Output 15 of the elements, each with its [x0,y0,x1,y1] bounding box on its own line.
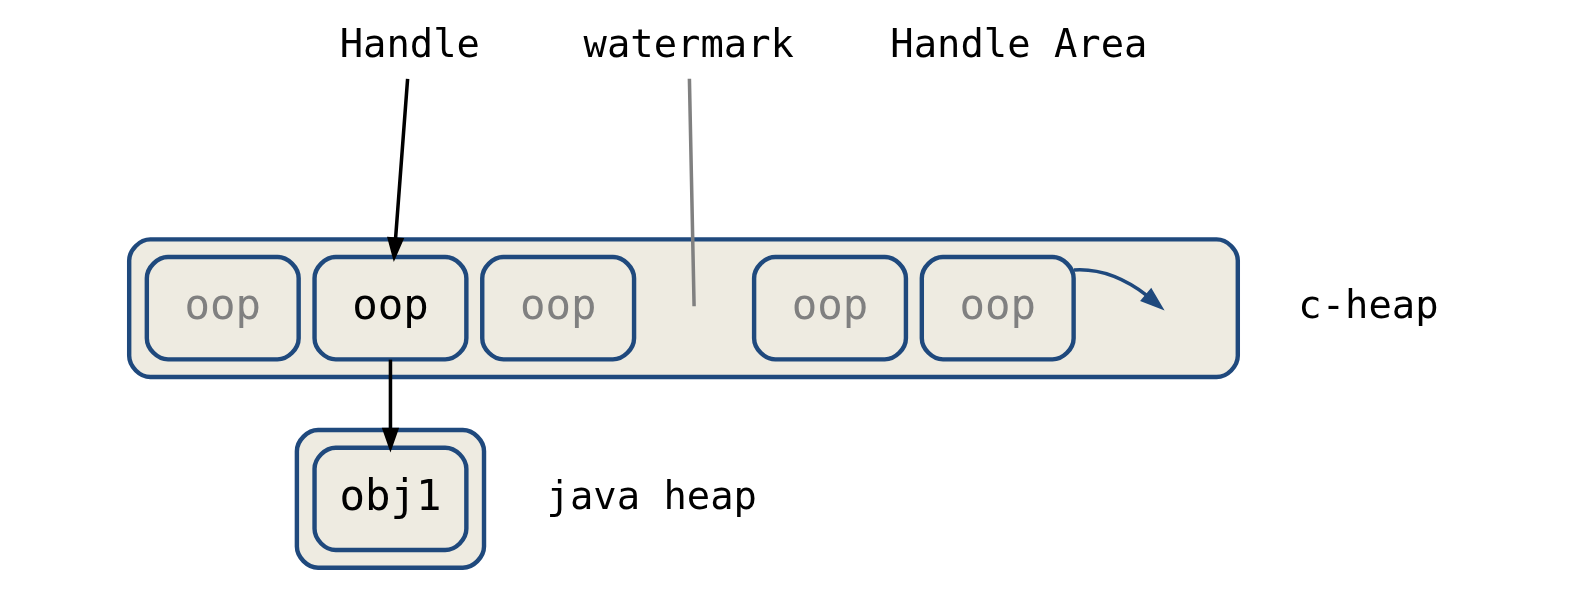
node-box: oop [312,254,469,362]
connector [687,78,696,307]
arrow [1074,268,1165,311]
node-label: c-heap [1298,282,1439,328]
node-box: oop [919,254,1076,362]
node-text: watermark [583,20,794,66]
node-text: Handle [339,20,480,66]
arrow [381,359,400,453]
node-box: oop [144,254,301,362]
node-box: oop [751,254,909,362]
label: Handle Area [890,20,1148,66]
node-label: java heap [546,472,757,518]
node-box: oop [480,254,637,362]
node-box: obj1 [312,445,469,553]
arrow [387,78,410,263]
